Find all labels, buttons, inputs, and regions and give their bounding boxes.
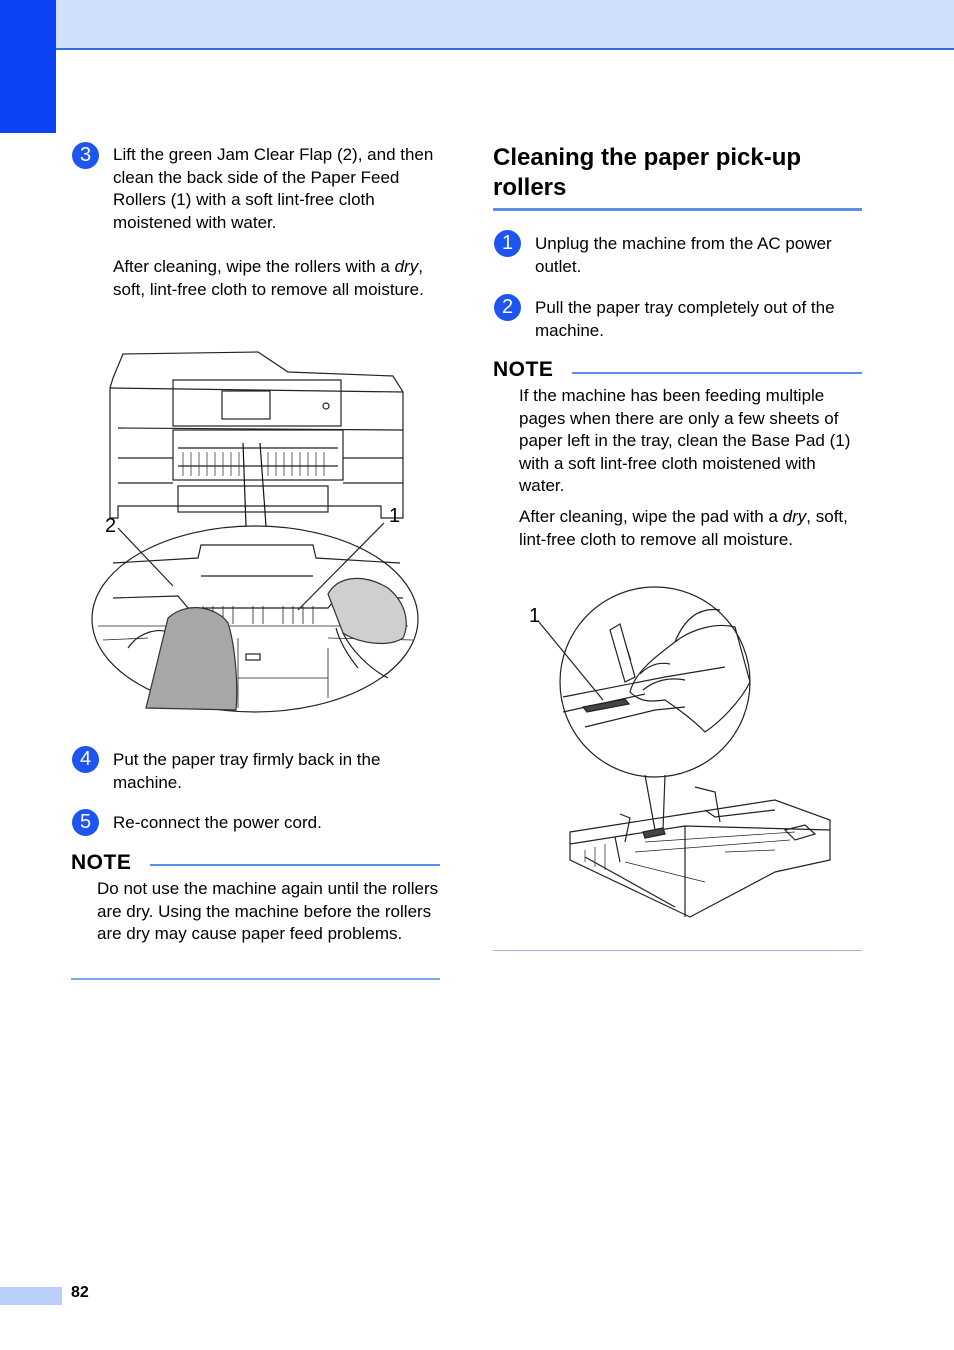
step-badge-1: 1: [494, 230, 521, 257]
note-rule-left: [150, 864, 440, 866]
note-rule-right: [572, 372, 862, 374]
page-number: 82: [71, 1284, 89, 1301]
step-badge-3: 3: [72, 142, 99, 169]
note-end-rule-left: [71, 978, 440, 980]
note-text-left: Do not use the machine again until the r…: [97, 879, 439, 943]
step-3-after-cleaning: After cleaning, wipe the rollers with a …: [113, 257, 424, 299]
header-band: [0, 0, 954, 50]
chapter-tab: [0, 0, 56, 133]
step-badge-2: 2: [494, 294, 521, 321]
step-badge-5: 5: [72, 809, 99, 836]
heading-rule: [493, 208, 862, 211]
step-badge-4: 4: [72, 746, 99, 773]
page-tab: [0, 1287, 62, 1305]
figure1-callout-2: 2: [105, 515, 116, 537]
step-2-text: Pull the paper tray completely out of th…: [535, 298, 835, 340]
note-title-left: NOTE: [71, 851, 132, 874]
note-title-right: NOTE: [493, 358, 554, 381]
note-text-right: If the machine has been feeding multiple…: [519, 386, 851, 495]
printer-rollers-illustration: 2 1: [91, 351, 419, 713]
step-1-text: Unplug the machine from the AC power out…: [535, 234, 832, 276]
step-3-text: Lift the green Jam Clear Flap (2), and t…: [113, 145, 434, 232]
figure2-callout-1: 1: [529, 605, 540, 627]
step-5-text: Re-connect the power cord.: [113, 813, 322, 832]
note-after-cleaning-right: After cleaning, wipe the pad with a dry,…: [519, 507, 848, 549]
step-4-text: Put the paper tray firmly back in the ma…: [113, 750, 381, 792]
section-heading: Cleaning the paper pick-up rollers: [493, 144, 802, 201]
paper-tray-base-pad-illustration: 1: [529, 586, 831, 918]
figure-bottom-rule: [493, 950, 862, 951]
figure1-callout-1: 1: [389, 505, 400, 527]
